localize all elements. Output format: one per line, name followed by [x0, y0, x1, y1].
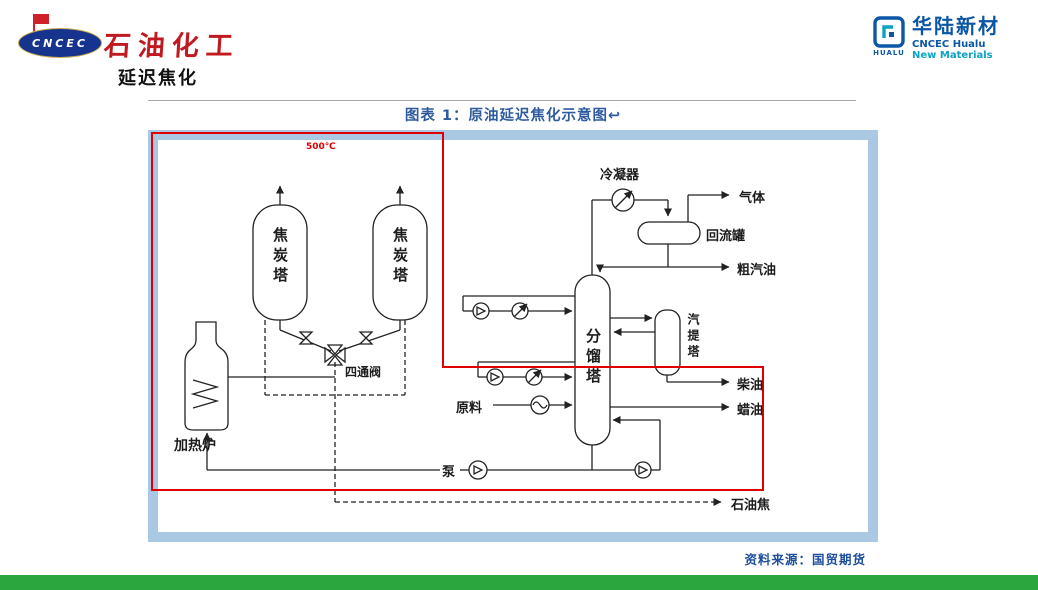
- figure-top-rule: [148, 100, 856, 101]
- label-stripper: 汽提塔: [686, 313, 700, 361]
- heater-coil: [190, 379, 220, 409]
- temperature-annotation: 500℃: [306, 142, 336, 152]
- figure-frame: 500℃ 焦炭塔 焦炭塔 加热炉 四通阀 分馏塔 冷凝器 回流罐 汽提塔 气体 …: [148, 130, 878, 542]
- hualu-name: 华陆新材: [912, 14, 1000, 38]
- hualu-mark-text: HUALU: [873, 49, 905, 57]
- brand-title: 石油化工: [102, 31, 241, 62]
- cncec-logo: CNCEC: [18, 14, 102, 60]
- red-highlight-annotation: [151, 132, 764, 491]
- coke-lines: [264, 320, 722, 506]
- hualu-logo-icon: [873, 16, 905, 48]
- valve-icon: [358, 331, 374, 345]
- heater-vessel: [184, 321, 229, 431]
- hualu-logo: HUALU 华陆新材 CNCEC Hualu New Materials: [872, 15, 1000, 61]
- label-fractionator: 分馏塔: [584, 328, 602, 388]
- stripper-vessel: [610, 309, 730, 386]
- pumparound-loop-1: [462, 295, 575, 320]
- valve-icon: [298, 331, 314, 345]
- process-flow-diagram: [148, 130, 878, 542]
- overhead-condenser: [591, 188, 672, 275]
- label-petroleum-coke: 石油焦: [731, 498, 771, 513]
- label-diesel: 柴油: [737, 378, 764, 393]
- label-pump: 泵: [442, 465, 456, 480]
- bottoms-pump-line: [203, 432, 593, 480]
- feed-line: [493, 395, 573, 415]
- label-condenser: 冷凝器: [600, 168, 640, 183]
- reflux-drum: [596, 191, 730, 273]
- figure-source: 资料来源：国贸期货: [744, 552, 866, 567]
- label-feed: 原料: [456, 401, 483, 416]
- four-way-valve-icon: [324, 344, 346, 366]
- label-reflux-tank: 回流罐: [706, 229, 746, 244]
- label-gas: 气体: [739, 191, 766, 206]
- hualu-subline-1: CNCEC Hualu: [912, 39, 986, 50]
- label-wax-oil: 蜡油: [737, 403, 764, 418]
- pumparound-loop-2: [477, 361, 575, 386]
- label-heater: 加热炉: [174, 438, 216, 454]
- label-four-way-valve: 四通阀: [345, 365, 382, 379]
- bottoms-recycle-loop: [592, 416, 661, 479]
- label-coke-tower-2: 焦炭塔: [391, 227, 409, 287]
- figure-title: 图表 1：原油延迟焦化示意图↩: [404, 108, 622, 124]
- label-crude-gasoline: 粗汽油: [737, 263, 777, 278]
- label-coke-tower-1: 焦炭塔: [271, 227, 289, 287]
- cncec-flag-icon: [34, 14, 49, 24]
- cncec-logo-text: CNCEC: [32, 36, 88, 50]
- footer-green-bar: [0, 575, 1038, 590]
- hualu-subline-2: New Materials: [912, 50, 993, 61]
- page-title: 延迟焦化: [118, 68, 198, 89]
- cncec-oval-badge: CNCEC: [18, 28, 102, 58]
- switch-valves: [279, 320, 401, 352]
